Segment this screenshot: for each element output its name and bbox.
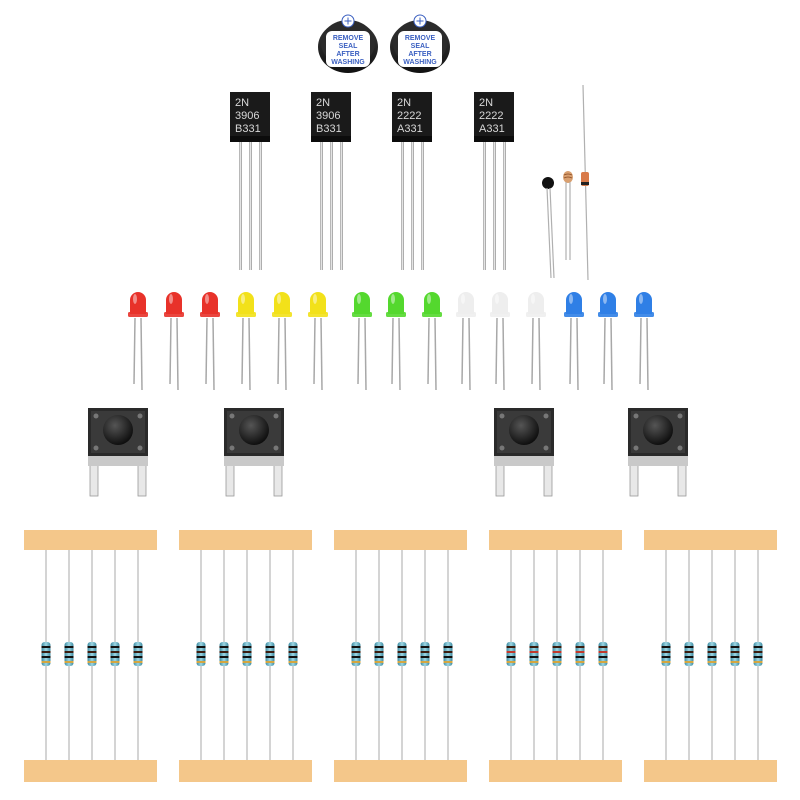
transistor: 2N 2222 A331 <box>392 92 432 270</box>
button-cap <box>239 415 269 445</box>
resistor-tape-bottom <box>644 760 777 782</box>
led-green <box>422 292 442 391</box>
led-yellow <box>308 292 328 391</box>
diode <box>581 84 589 281</box>
resistor <box>374 548 384 768</box>
buzzer-label-line: SEAL <box>411 43 430 50</box>
resistor <box>529 548 539 768</box>
tactile-push-button <box>88 408 148 497</box>
tactile-push-button <box>224 408 284 497</box>
led-blue <box>598 292 618 391</box>
resistor <box>707 548 717 768</box>
buzzer-label-line: AFTER <box>336 51 359 58</box>
resistor-tape-top <box>644 530 777 550</box>
led-green <box>352 292 372 391</box>
small-parts-group <box>542 84 589 281</box>
resistor <box>420 548 430 768</box>
buzzer-group: REMOVE SEAL AFTER WASHING REMOVE SEAL AF… <box>318 14 450 73</box>
resistor-strip <box>179 530 312 782</box>
led-yellow <box>272 292 292 391</box>
push-button-group <box>88 408 688 497</box>
led-white <box>526 292 546 391</box>
resistor-tape-top <box>334 530 467 550</box>
resistor-strip <box>24 530 157 782</box>
resistor <box>730 548 740 768</box>
transistor-group: 2N 3906 B331 2N 3906 B331 2N 2222 A331 <box>230 92 514 270</box>
resistor <box>443 548 453 768</box>
button-cap <box>643 415 673 445</box>
resistor <box>397 548 407 768</box>
transistor: 2N 3906 B331 <box>311 92 351 270</box>
resistor <box>219 548 229 768</box>
buzzer-label-line: REMOVE <box>405 35 436 42</box>
resistor <box>598 548 608 768</box>
resistor <box>265 548 275 768</box>
buzzer-label-line: REMOVE <box>333 35 364 42</box>
led-red <box>200 292 220 391</box>
resistor-strip <box>334 530 467 782</box>
buzzer-label-line: AFTER <box>408 51 431 58</box>
resistor-tape-bottom <box>179 760 312 782</box>
transistor-label-line: 3906 <box>235 110 259 122</box>
resistor <box>64 548 74 768</box>
led-row <box>128 292 654 391</box>
transistor-label-line: 2N <box>397 97 411 109</box>
transistor-label-line: 2N <box>316 97 330 109</box>
resistor <box>552 548 562 768</box>
transistor-label-line: B331 <box>316 123 342 135</box>
resistor-tape-bottom <box>24 760 157 782</box>
resistor <box>575 548 585 768</box>
resistor-strip <box>489 530 622 782</box>
transistor: 2N 2222 A331 <box>474 92 514 270</box>
resistor-tape-top <box>24 530 157 550</box>
photoresistor <box>563 171 573 260</box>
led-green <box>386 292 406 391</box>
buzzer: REMOVE SEAL AFTER WASHING <box>318 14 378 73</box>
resistor <box>661 548 671 768</box>
transistor: 2N 3906 B331 <box>230 92 270 270</box>
transistor-label-line: 3906 <box>316 110 340 122</box>
transistor-label-line: 2222 <box>397 110 421 122</box>
transistor-label-line: A331 <box>479 123 505 135</box>
button-cap <box>509 415 539 445</box>
transistor-label-line: 2N <box>235 97 249 109</box>
transistor-label-line: A331 <box>397 123 423 135</box>
led-blue <box>564 292 584 391</box>
resistor <box>753 548 763 768</box>
buzzer-label-line: SEAL <box>339 43 358 50</box>
buzzer-label-line: WASHING <box>403 59 437 66</box>
led-white <box>490 292 510 391</box>
resistor-tape-top <box>179 530 312 550</box>
resistor-tape-bottom <box>489 760 622 782</box>
resistor <box>41 548 51 768</box>
led-yellow <box>236 292 256 391</box>
transistor-label-line: 2N <box>479 97 493 109</box>
led-red <box>164 292 184 391</box>
resistor-strip <box>644 530 777 782</box>
button-cap <box>103 415 133 445</box>
tactile-push-button <box>628 408 688 497</box>
buzzer-label-line: WASHING <box>331 59 365 66</box>
resistor <box>684 548 694 768</box>
led-red <box>128 292 148 391</box>
transistor-label-line: 2222 <box>479 110 503 122</box>
resistor <box>288 548 298 768</box>
resistor <box>351 548 361 768</box>
led-blue <box>634 292 654 391</box>
resistor-tape-bottom <box>334 760 467 782</box>
led-white <box>456 292 476 391</box>
buzzer: REMOVE SEAL AFTER WASHING <box>390 14 450 73</box>
resistor-strips <box>24 530 777 782</box>
resistor <box>196 548 206 768</box>
resistor <box>133 548 143 768</box>
resistor <box>87 548 97 768</box>
tactile-push-button <box>494 408 554 497</box>
resistor-tape-top <box>489 530 622 550</box>
transistor-label-line: B331 <box>235 123 261 135</box>
resistor <box>110 548 120 768</box>
resistor <box>506 548 516 768</box>
resistor <box>242 548 252 768</box>
thermistor <box>542 177 555 279</box>
